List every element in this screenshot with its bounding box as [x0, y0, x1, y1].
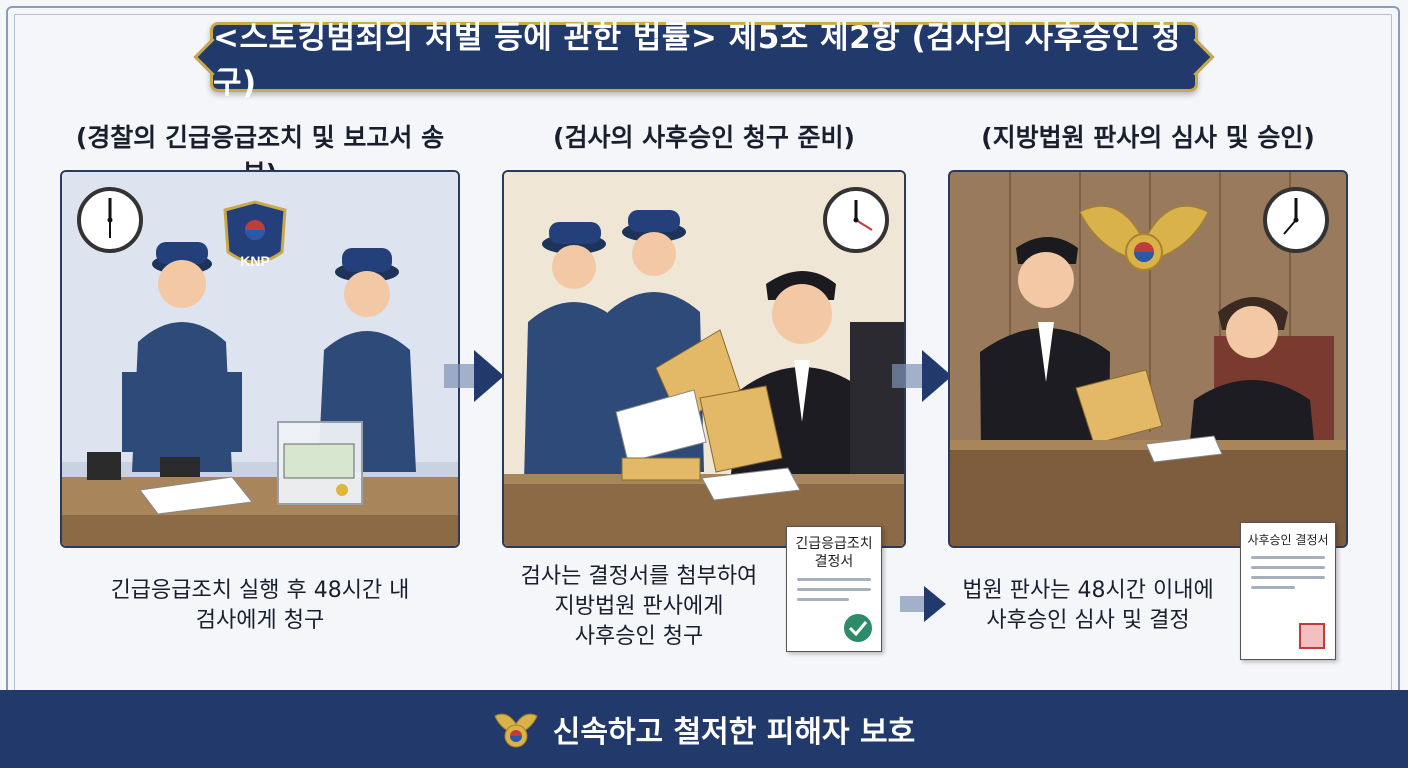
police-emblem-icon: [223, 200, 287, 264]
caption-line: 법원 판사는 48시간 이내에: [962, 578, 1214, 603]
stage-1-panel: KNP: [60, 170, 460, 548]
stage-3-caption: 법원 판사는 48시간 이내에 사후승인 심사 및 결정: [948, 576, 1228, 636]
clock-icon: [1262, 186, 1330, 254]
doc-title-line: 긴급응급조치: [795, 536, 873, 552]
check-icon: [842, 612, 874, 644]
decision-document-icon: 긴급응급조치 결정서: [786, 526, 882, 652]
police-scene-illustration: KNP: [62, 172, 458, 546]
footer-text: 신속하고 철저한 피해자 보호: [552, 715, 916, 750]
arrow-right-icon: [444, 350, 504, 402]
caption-line: 지방법원 판사에게: [554, 594, 724, 619]
court-scene-illustration: [950, 172, 1346, 546]
approval-document-icon: 사후승인 결정서: [1240, 522, 1336, 660]
prosecutor-figure: [728, 271, 904, 502]
footer-banner: 신속하고 철저한 피해자 보호: [0, 690, 1408, 768]
doc-title: 사후승인 결정서: [1247, 533, 1329, 547]
stage-1-title: (경찰의 긴급응급조치 및 보고서 송부): [75, 123, 445, 188]
caption-line: 검사는 결정서를 첨부하여: [520, 564, 758, 589]
caption-line: 사후승인 심사 및 결정: [986, 608, 1190, 633]
stage-2-title: (검사의 사후승인 청구 준비): [553, 123, 855, 152]
prosecutor-scene-illustration: [504, 172, 904, 546]
arrow-right-icon: [892, 350, 952, 402]
caption-line: 긴급응급조치 실행 후 48시간 내: [110, 578, 410, 603]
officer-figure: [524, 222, 624, 482]
caption-line: 사후승인 청구: [574, 624, 704, 649]
stage-3-title: (지방법원 판사의 심사 및 승인): [981, 123, 1315, 152]
caption-line: 검사에게 청구: [195, 608, 325, 633]
stage-2-caption: 검사는 결정서를 첨부하여 지방법원 판사에게 사후승인 청구: [498, 562, 780, 652]
stage-1-caption: 긴급응급조치 실행 후 48시간 내 검사에게 청구: [60, 576, 460, 636]
page-title: <스토킹범죄의 처벌 등에 관한 법률> 제5조 제2항 (검사의 사후승인 청…: [213, 20, 1181, 101]
clock-icon: [822, 186, 890, 254]
arrow-right-icon: [900, 586, 946, 622]
eagle-emblem-icon: [494, 713, 538, 748]
title-banner: <스토킹범죄의 처벌 등에 관한 법률> 제5조 제2항 (검사의 사후승인 청…: [210, 20, 1198, 101]
badge-text: KNP: [240, 253, 270, 269]
seal-icon: [1299, 623, 1325, 649]
stage-3-panel: [948, 170, 1348, 548]
officer-figure: [122, 242, 242, 472]
clock-icon: [76, 186, 144, 254]
doc-title: 긴급응급조치 결정서: [787, 535, 881, 571]
doc-title-line: 결정서: [814, 554, 854, 570]
eagle-emblem-icon: [1079, 205, 1209, 271]
stage-2-panel: [502, 170, 906, 548]
